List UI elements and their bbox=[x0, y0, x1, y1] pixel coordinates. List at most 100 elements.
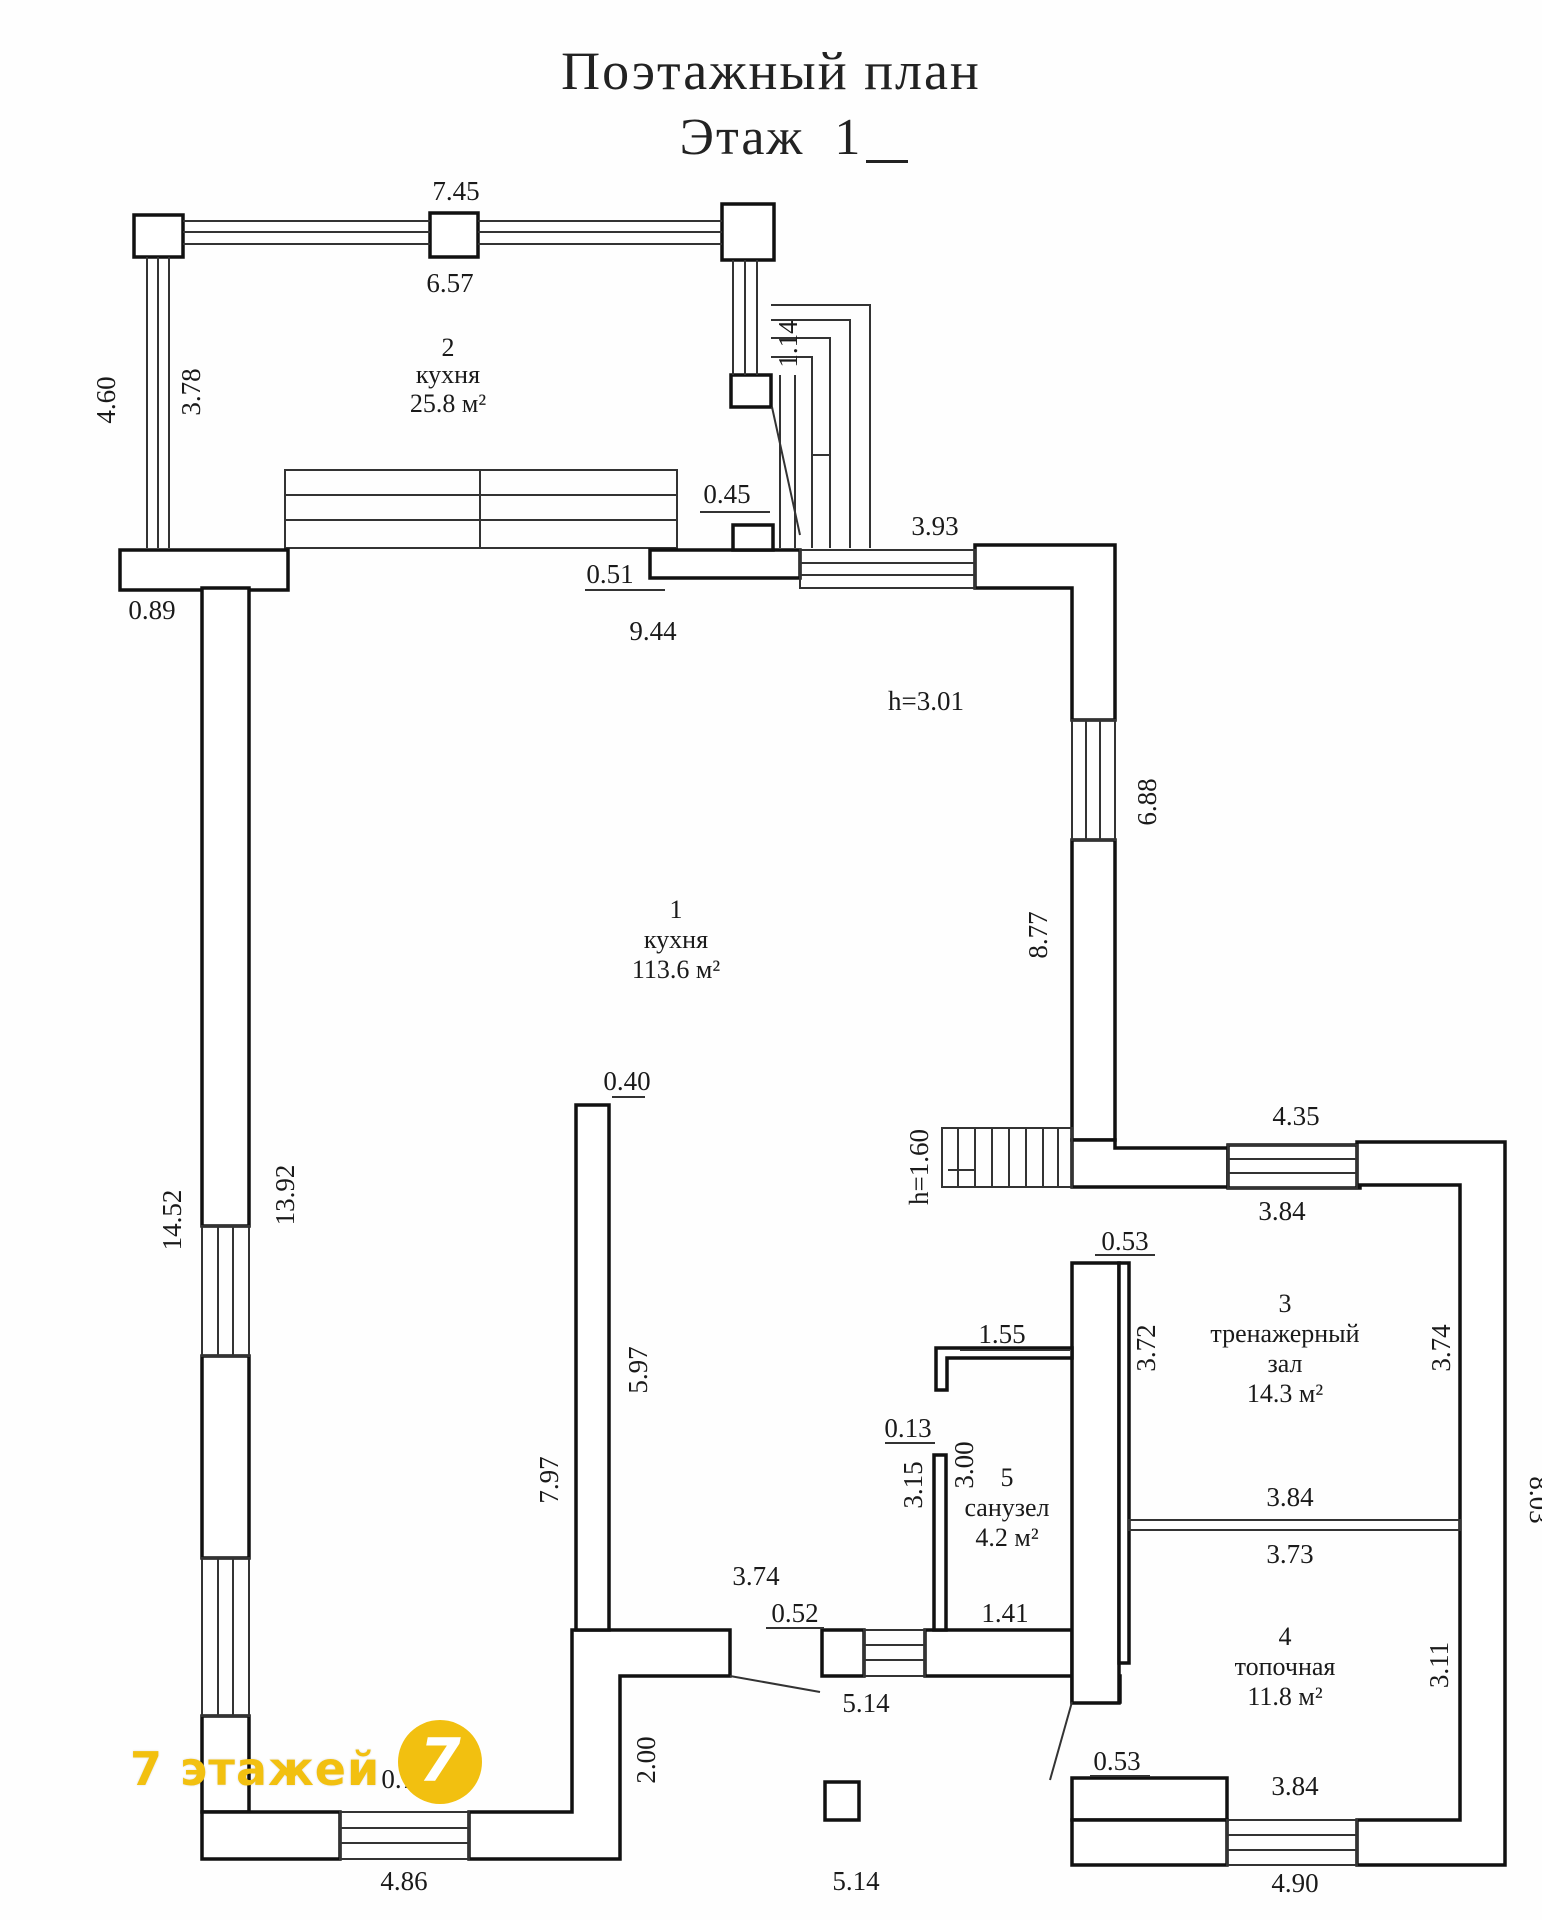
room-1-name: кухня bbox=[644, 925, 708, 954]
leader-lines bbox=[585, 511, 1155, 1777]
door-lines bbox=[729, 406, 1073, 1781]
dim-label: 14.52 bbox=[157, 1190, 187, 1251]
windows bbox=[201, 549, 1358, 1866]
floor-label-word: Этаж bbox=[679, 109, 805, 166]
entrance-stairs bbox=[284, 304, 871, 549]
post-left bbox=[132, 213, 185, 259]
room-2-number: 2 bbox=[442, 333, 455, 362]
dim-label: 0.51 bbox=[586, 559, 633, 589]
wall-bath-left bbox=[932, 1453, 948, 1632]
wall-top-middle bbox=[648, 548, 802, 580]
watermark-text: 7 этажей bbox=[130, 1742, 381, 1796]
room-1-number: 1 bbox=[670, 895, 683, 924]
wall-block-top-left bbox=[1226, 1143, 1362, 1190]
dim-label: 1.55 bbox=[978, 1319, 1025, 1349]
floor-label: Этаж 1 bbox=[0, 108, 1542, 167]
stair-height: h=1.60 bbox=[904, 1129, 934, 1205]
wall-block-bottom-left2 bbox=[1070, 1818, 1229, 1867]
outdoor-column bbox=[823, 1780, 861, 1822]
wall-left-middle bbox=[200, 1354, 251, 1560]
dim-label: 3.93 bbox=[911, 511, 958, 541]
wall-right-main bbox=[1070, 838, 1117, 1142]
floor-number-underline bbox=[866, 160, 908, 163]
floor-number: 1 bbox=[834, 109, 863, 166]
wall-bath-top bbox=[934, 1346, 1074, 1392]
dim-label: 3.72 bbox=[1131, 1324, 1161, 1371]
dim-label: 7.45 bbox=[432, 176, 479, 206]
wall-bottom-middle bbox=[467, 1628, 732, 1861]
room-3-name-2: зал bbox=[1267, 1349, 1302, 1378]
dim-label: 5.14 bbox=[842, 1688, 890, 1718]
dim-label: 5.14 bbox=[832, 1866, 880, 1896]
dim-label: 3.15 bbox=[898, 1461, 928, 1508]
wall-left-upper bbox=[200, 586, 251, 1228]
dim-label: 3.84 bbox=[1258, 1196, 1306, 1226]
post-right-lower bbox=[729, 373, 773, 409]
dim-label: 0.45 bbox=[703, 479, 750, 509]
dim-label: 1.41 bbox=[981, 1598, 1028, 1628]
wall-block-left bbox=[1070, 1261, 1121, 1705]
dim-label: 2.00 bbox=[631, 1736, 661, 1783]
dim-label: 3.78 bbox=[176, 368, 206, 415]
partition-wall bbox=[574, 1103, 611, 1632]
room-3-number: 3 bbox=[1279, 1289, 1292, 1318]
dim-label: 4.86 bbox=[380, 1866, 427, 1896]
dim-label: 1.14 bbox=[773, 320, 803, 368]
wall-block-inner bbox=[1117, 1261, 1131, 1665]
room-4-number: 4 bbox=[1279, 1622, 1292, 1651]
dim-label: 9.44 bbox=[629, 616, 677, 646]
dim-label: 0.89 bbox=[128, 595, 175, 625]
terrace-railing bbox=[146, 220, 758, 548]
room-labels: 2 кухня 25.8 м² 1 кухня 113.6 м² 3 трена… bbox=[410, 333, 1360, 1711]
dim-label: 3.11 bbox=[1424, 1642, 1454, 1688]
wall-divider bbox=[1128, 1519, 1461, 1531]
wall-top-right bbox=[973, 543, 1117, 722]
wall-stair-bottom bbox=[1070, 1138, 1230, 1189]
dim-label: 0.13 bbox=[884, 1413, 931, 1443]
wall-stub bbox=[820, 1628, 866, 1678]
dim-label: 13.92 bbox=[270, 1165, 300, 1226]
dim-label: 3.00 bbox=[949, 1441, 979, 1488]
watermark-logo-icon: 7 bbox=[398, 1720, 482, 1804]
room-2-name: кухня bbox=[416, 360, 480, 389]
dim-label: 3.74 bbox=[732, 1561, 780, 1591]
dim-label: 3.74 bbox=[1426, 1324, 1456, 1372]
post-middle bbox=[428, 211, 480, 259]
ceiling-height: h=3.01 bbox=[888, 686, 964, 716]
room-5-number: 5 bbox=[1001, 1463, 1014, 1492]
dim-label: 8.03 bbox=[1524, 1476, 1542, 1523]
room-4-name: топочная bbox=[1235, 1652, 1336, 1681]
dim-label: 4.60 bbox=[91, 376, 121, 423]
dim-label: 0.53 bbox=[1093, 1746, 1140, 1776]
interior-stairs bbox=[941, 1127, 1073, 1188]
dim-label: 0.52 bbox=[771, 1598, 818, 1628]
dim-label: 3.73 bbox=[1266, 1539, 1313, 1569]
dimension-labels: 7.45 6.57 4.60 3.78 1.14 0.45 0.51 3.93 … bbox=[91, 176, 1542, 1898]
dim-label: 0.40 bbox=[603, 1066, 650, 1096]
room-5-name: санузел bbox=[964, 1493, 1049, 1522]
room-3-name: тренажерный bbox=[1210, 1319, 1359, 1348]
dim-label: 5.97 bbox=[623, 1346, 653, 1393]
dim-label: 6.88 bbox=[1132, 778, 1162, 825]
dim-label: 3.84 bbox=[1271, 1771, 1319, 1801]
wall-top-left bbox=[118, 548, 290, 592]
plan-title: Поэтажный план bbox=[561, 41, 981, 101]
dim-label: 8.77 bbox=[1023, 911, 1053, 958]
watermark-logo-mark: 7 bbox=[419, 1726, 461, 1796]
wall-block-bottom-left bbox=[1070, 1776, 1229, 1822]
dim-label: 4.90 bbox=[1271, 1868, 1318, 1898]
dim-label: 0.53 bbox=[1101, 1226, 1148, 1256]
room-1-area: 113.6 м² bbox=[632, 955, 720, 984]
dim-label: 6.57 bbox=[426, 268, 473, 298]
dim-label: 4.35 bbox=[1272, 1101, 1319, 1131]
room-5-area: 4.2 м² bbox=[975, 1523, 1038, 1552]
dim-label: 3.84 bbox=[1266, 1482, 1314, 1512]
room-4-area: 11.8 м² bbox=[1247, 1682, 1322, 1711]
wall-block-right bbox=[1355, 1140, 1507, 1867]
dim-label: 7.97 bbox=[534, 1456, 564, 1503]
wall-bottom-left bbox=[200, 1810, 342, 1861]
post-right bbox=[720, 202, 776, 262]
room-3-area: 14.3 м² bbox=[1247, 1379, 1323, 1408]
room-2-area: 25.8 м² bbox=[410, 389, 486, 418]
